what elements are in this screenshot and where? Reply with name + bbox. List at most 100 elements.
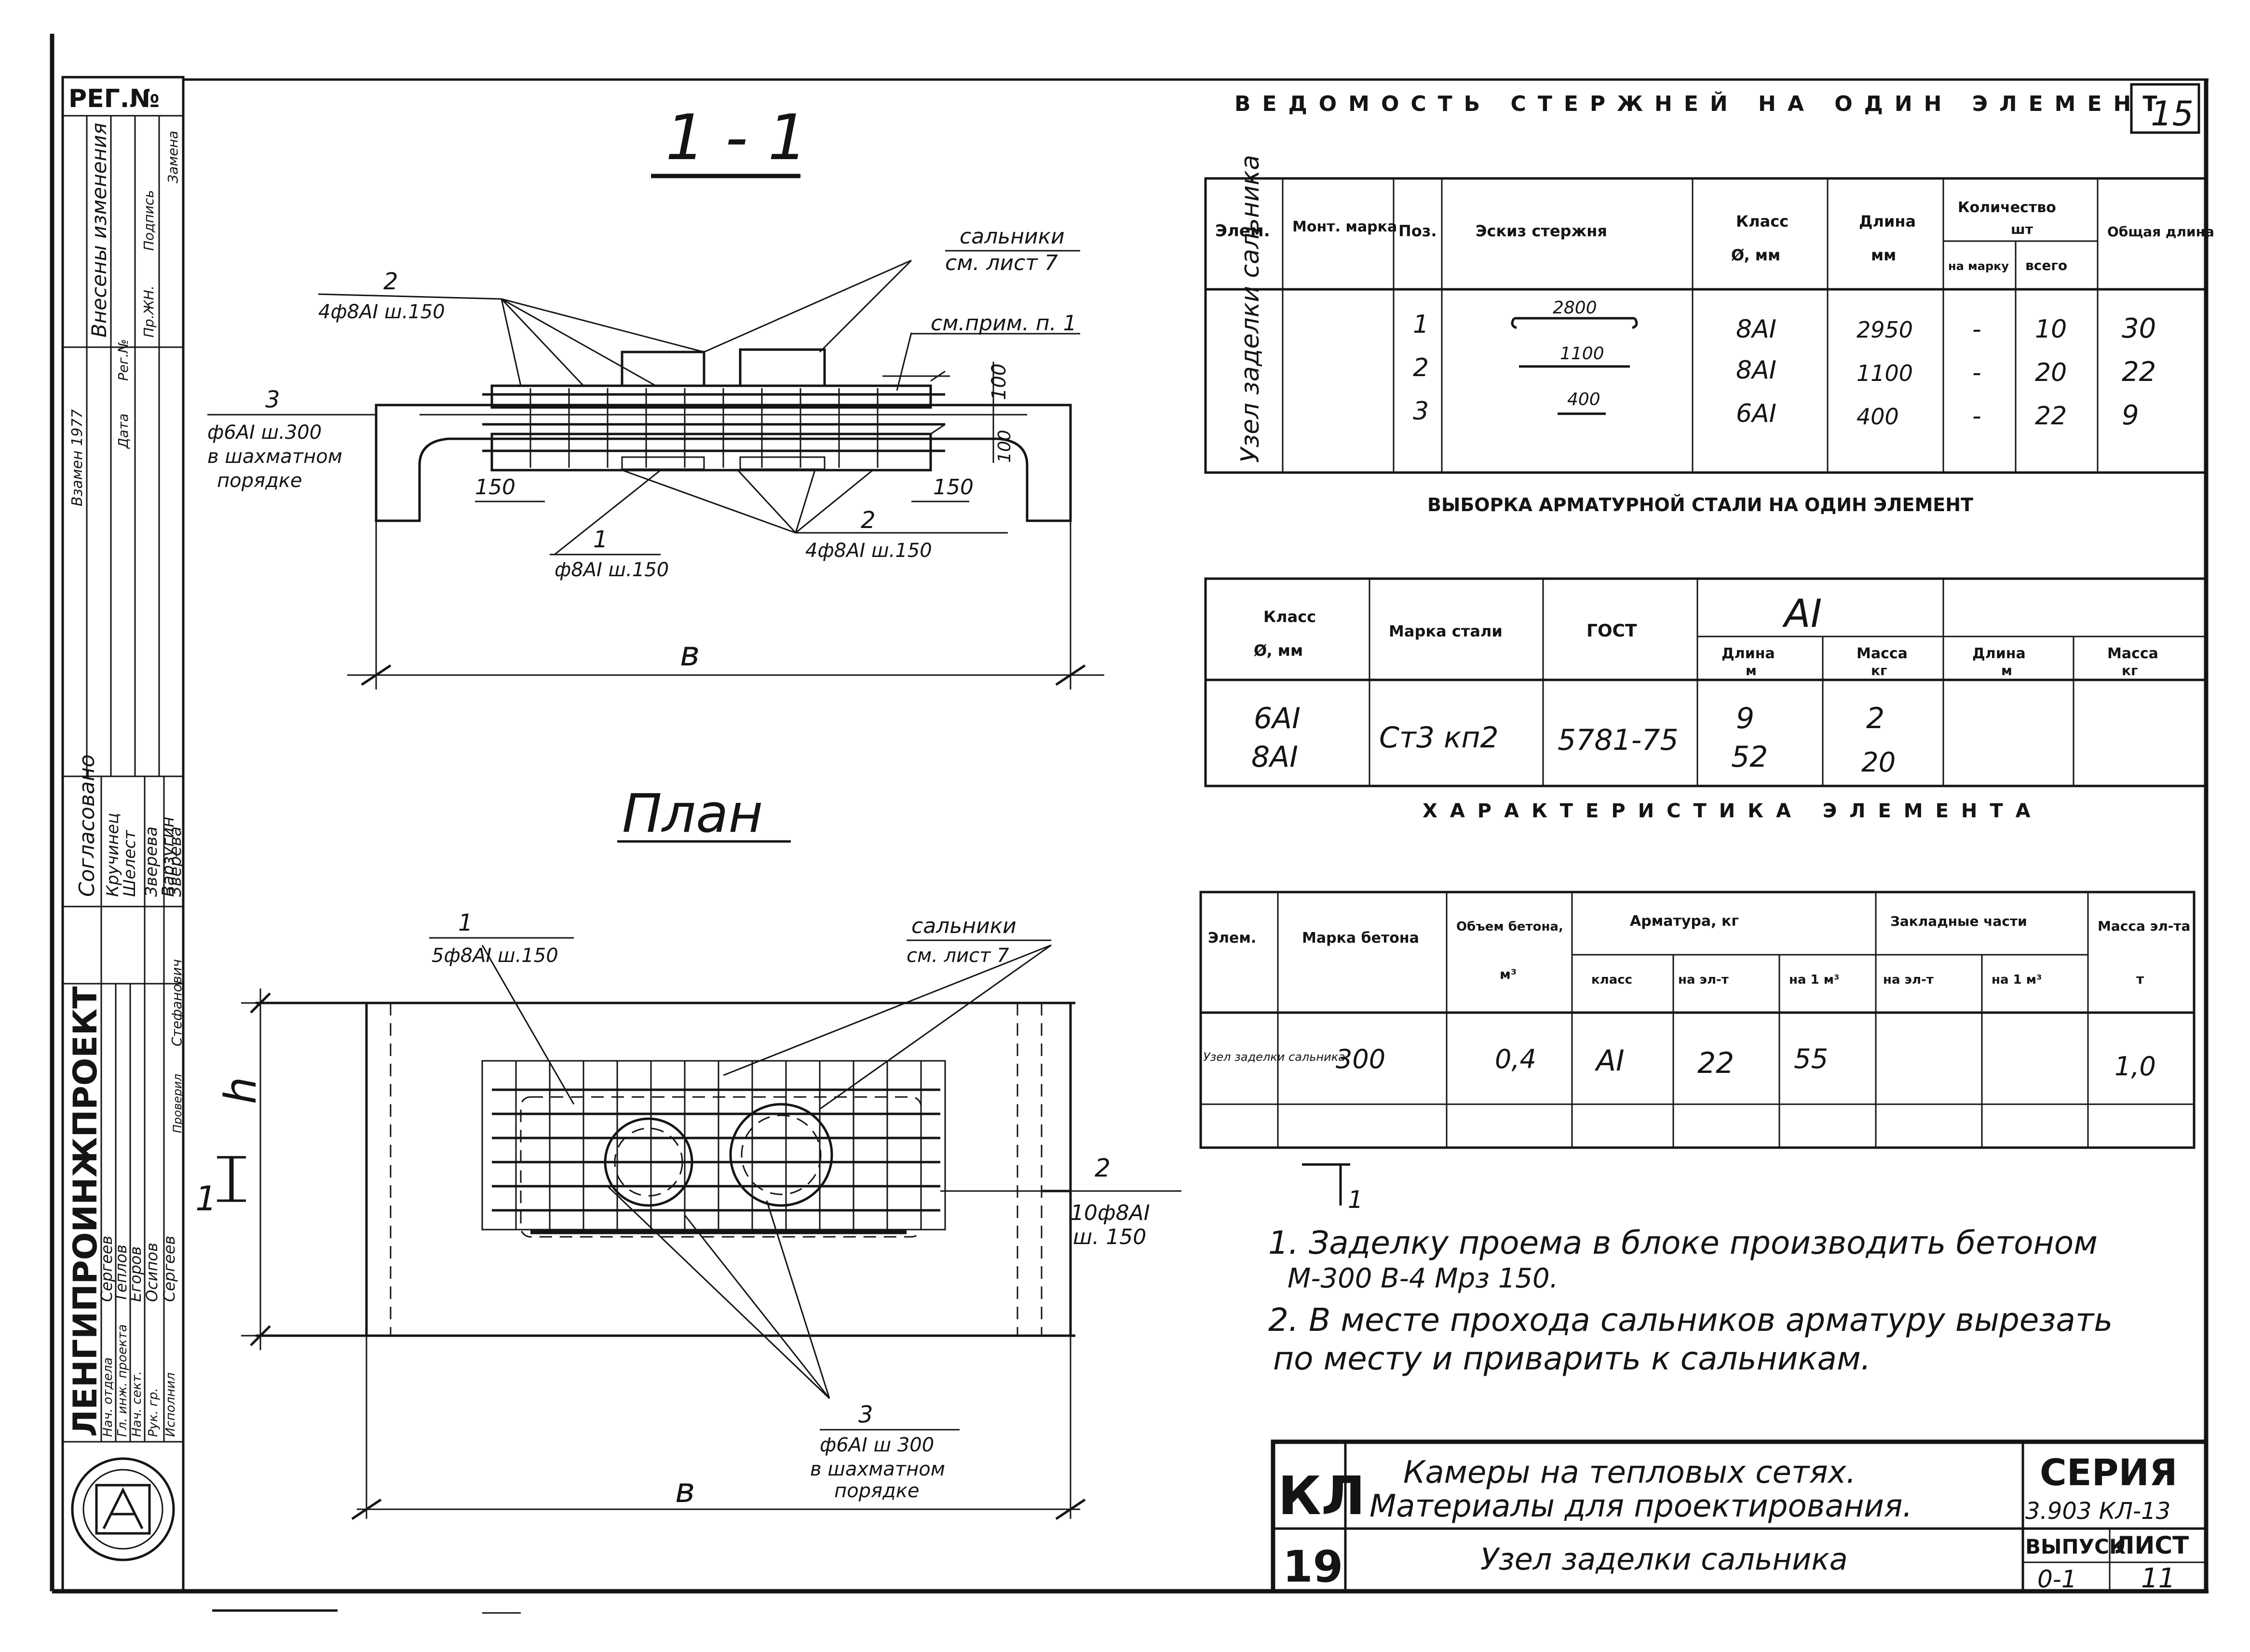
dim-100-side: 100: [995, 430, 1015, 463]
row1-total: 10: [2035, 315, 2067, 344]
agreed-name-2: Шелест: [120, 829, 139, 897]
section-pos3-label-b: в шахматном: [207, 446, 342, 468]
plan-view: h 1 в 1 5ф8АI ш.150 сальники см. лист 7 …: [195, 909, 1181, 1520]
sel-col-gost: ГОСТ: [1586, 621, 1637, 641]
staff-role-6: Проверил: [171, 1074, 184, 1133]
sel-col-len-2: Длина: [1972, 645, 2026, 662]
section-pos2-bot-num: 2: [861, 507, 876, 534]
plan-pos2-label-b: ш. 150: [1073, 1225, 1146, 1249]
plan-pos1-num: 1: [458, 909, 473, 936]
sel-len-1: 9: [1736, 702, 1754, 735]
col-class: Класс: [1736, 212, 1789, 230]
col-length-unit: мм: [1871, 246, 1896, 264]
row2-total: 20: [2035, 358, 2067, 387]
staff-role-3: Нач. сект.: [130, 1371, 144, 1437]
plan-label: План: [622, 783, 763, 844]
col-pos: Поз.: [1398, 222, 1437, 240]
staff-name-6: Стефанович: [169, 959, 185, 1046]
sel-col-mass-2: Масса: [2107, 645, 2158, 662]
char-row-rebar-class: АI: [1594, 1044, 1625, 1078]
agreed-name-4: Варзугин: [159, 817, 178, 897]
agreed-name-3: Зверева: [142, 826, 161, 897]
plan-rebar-grid: [481, 1060, 946, 1238]
col-sketch: Эскиз стержня: [1476, 222, 1607, 240]
section-seal-ref2: см. лист 7: [945, 251, 1058, 275]
plan-seal-ref2: см. лист 7: [907, 945, 1009, 967]
sheet-title: Узел заделки сальника: [1480, 1542, 1848, 1577]
note-line-4: по месту и приварить к сальникам.: [1273, 1340, 1871, 1377]
sel-col-grade: Марка стали: [1389, 622, 1503, 640]
cut-mark-left: 1: [195, 1179, 217, 1219]
staff-role-2: Гл. инж. проекта: [115, 1324, 130, 1437]
char-col-emb-per-m3: на 1 м³: [1992, 973, 2042, 987]
title-block: КЛ 19 Камеры на тепловых сетях. Материал…: [1271, 1439, 2209, 1594]
changes-col-repl: Замена: [165, 131, 181, 183]
section-pos1-label: ф8АI ш.150: [555, 559, 669, 581]
series-label: СЕРИЯ: [2040, 1451, 2178, 1494]
sel-col-mass: Масса: [1857, 645, 1908, 662]
col-length: Длина: [1859, 212, 1916, 230]
section-note-ref: см.прим. п. 1: [931, 311, 1077, 336]
char-col-rebar-class: класс: [1591, 973, 1632, 987]
sel-col-len: Длина: [1721, 645, 1775, 662]
char-col-volume: Объем бетона,: [1456, 920, 1563, 934]
char-col-elem: Элем.: [1208, 930, 1256, 947]
char-col-concrete: Марка бетона: [1302, 930, 1419, 947]
agreed-name-1: Кручинец: [103, 813, 122, 897]
changes-col-date: Дата: [115, 413, 131, 449]
section-leaders: [501, 259, 1008, 555]
notes-block: 1 1. Заделку проема в блоке производить …: [1268, 1163, 2113, 1377]
reg-no-label: РЕГ.№: [68, 84, 160, 113]
char-row-rebar-per-el: 22: [1697, 1046, 1734, 1080]
staff-name-4: Осипов: [143, 1243, 161, 1302]
col-total-len: Общая длина: [2107, 224, 2214, 240]
sel-class-1: 6АI: [1254, 702, 1301, 735]
row3-sketch-dim: 400: [1567, 390, 1600, 409]
row2-pos: 2: [1413, 353, 1429, 382]
row1-per-mark: -: [1972, 315, 1981, 344]
char-col-rebar: Арматура, кг: [1630, 913, 1739, 930]
changes-col-prj: Пр.ЖН.: [141, 285, 157, 338]
row3-total-len: 9: [2122, 400, 2139, 431]
organization-logo: [71, 1457, 175, 1561]
section-pos3-num: 3: [265, 386, 280, 413]
char-row-volume: 0,4: [1495, 1044, 1536, 1074]
row2-length: 1100: [1857, 360, 1913, 386]
plan-pos3-num: 3: [858, 1401, 873, 1428]
section-pos2-bot-label: 4ф8АI ш.150: [805, 540, 932, 562]
rebar-schedule-table: ВЕДОМОСТЬ СТЕРЖНЕЙ НА ОДИН ЭЛЕМЕНТ 15 Эл…: [1204, 83, 2214, 474]
sel-mass-1: 2: [1866, 702, 1884, 735]
char-col-embedded: Закладные части: [1890, 913, 2027, 929]
col-qty-total: всего: [2025, 257, 2067, 273]
row3-class: 6АI: [1736, 399, 1776, 428]
section-1-1-label: 1 - 1: [665, 101, 808, 174]
row3-length: 400: [1857, 404, 1899, 430]
staff-name-2: Теплов: [112, 1245, 130, 1302]
plan-seal-ref: сальники: [911, 914, 1017, 938]
char-col-rebar-per-m3: на 1 м³: [1789, 973, 1839, 987]
staff-name-3: Егоров: [126, 1246, 145, 1302]
plan-pos1-label: 5ф8АI ш.150: [432, 945, 558, 967]
sel-col-group: АI: [1782, 591, 1822, 636]
issue-value: 0-1: [2037, 1565, 2077, 1593]
dim-b-plan: в: [675, 1471, 695, 1510]
notes-marker: 1: [1348, 1186, 1363, 1214]
section-view: 100 100 150 150 в сальники см. лист 7: [207, 224, 1104, 690]
sel-grade: Ст3 кп2: [1379, 721, 1499, 755]
char-col-volume-unit: м³: [1500, 966, 1517, 982]
note-line-2: М-300 В-4 Мрз 150.: [1288, 1263, 1558, 1294]
rebar-schedule-title: ВЕДОМОСТЬ СТЕРЖНЕЙ НА ОДИН ЭЛЕМЕНТ: [1234, 91, 2169, 116]
char-row-mass: 1,0: [2114, 1051, 2156, 1082]
row2-sketch-dim: 1100: [1560, 344, 1604, 364]
staff-role-4: Рук. гр.: [146, 1388, 161, 1437]
page-number: 15: [2151, 94, 2194, 134]
section-pos2-top-label: 4ф8АI ш.150: [318, 301, 445, 323]
dim-100-top: 100: [988, 364, 1010, 400]
char-col-rebar-per-el: на эл-т: [1678, 973, 1729, 987]
row3-total: 22: [2035, 402, 2067, 431]
plan-pos2-label-a: 10ф8АI: [1071, 1201, 1150, 1225]
changes-header: Внесены изменения: [87, 123, 111, 338]
series-value: 3.903 КЛ-13: [2025, 1498, 2170, 1525]
sheet-value: 11: [2141, 1563, 2175, 1594]
